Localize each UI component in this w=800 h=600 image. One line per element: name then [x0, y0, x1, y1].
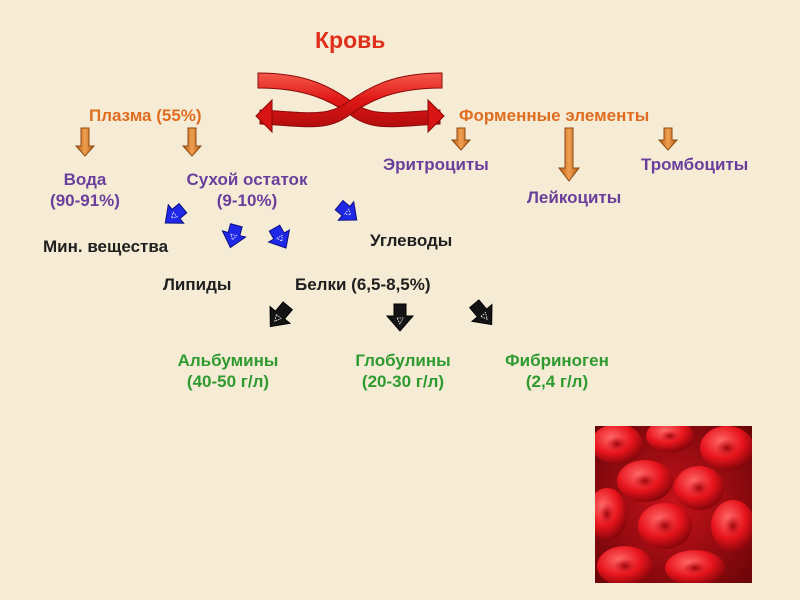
minerals-label: Мин. вещества [43, 237, 169, 256]
blue-arrow-lipids [221, 223, 247, 249]
erythrocytes-label: Эритроциты [383, 155, 489, 174]
fibrinogen-value: (2,4 г/л) [525, 372, 589, 391]
albumins-name: Альбумины [177, 351, 279, 370]
red-blood-cells-image [595, 426, 752, 583]
black-arrow-globulins [385, 303, 415, 332]
globulins-label: Глобулины (20-30 г/л) [336, 350, 470, 392]
orange-arrow-thrombocytes [657, 127, 679, 151]
dry-residue-label: Сухой остаток (9-10%) [172, 169, 322, 211]
red-split-arrow [255, 72, 445, 134]
proteins-label: Белки (6,5-8,5%) [295, 275, 431, 294]
black-arrow-albumins [269, 301, 294, 328]
plasma-label: Плазма (55%) [89, 106, 202, 125]
blue-arrow-carbohydrates [334, 199, 358, 221]
diagram-title: Кровь [315, 27, 386, 53]
dry-residue-name: Сухой остаток [186, 170, 308, 189]
globulins-name: Глобулины [355, 351, 451, 370]
blue-arrow-minerals [164, 202, 188, 224]
orange-arrow-water [74, 127, 96, 157]
water-name: Вода [63, 170, 107, 189]
dry-residue-share: (9-10%) [216, 191, 278, 210]
globulins-value: (20-30 г/л) [361, 372, 445, 391]
water-label: Вода (90-91%) [38, 169, 132, 211]
blue-arrow-proteins [267, 224, 291, 249]
carbohydrates-label: Углеводы [370, 231, 453, 250]
water-share: (90-91%) [50, 191, 120, 210]
fibrinogen-name: Фибриноген [505, 351, 609, 370]
fibrinogen-label: Фибриноген (2,4 г/л) [490, 350, 624, 392]
leukocytes-label: Лейкоциты [527, 188, 622, 207]
albumins-label: Альбумины (40-50 г/л) [160, 350, 296, 392]
albumins-value: (40-50 г/л) [186, 372, 270, 391]
orange-arrow-leukocytes [557, 127, 581, 182]
orange-arrow-dry-residue [181, 127, 203, 157]
orange-arrow-erythrocytes [450, 127, 472, 151]
formed-elements-label: Форменные элементы [459, 106, 650, 125]
black-arrow-fibrinogen [468, 299, 493, 326]
thrombocytes-label: Тромбоциты [641, 155, 749, 174]
lipids-label: Липиды [163, 275, 232, 294]
